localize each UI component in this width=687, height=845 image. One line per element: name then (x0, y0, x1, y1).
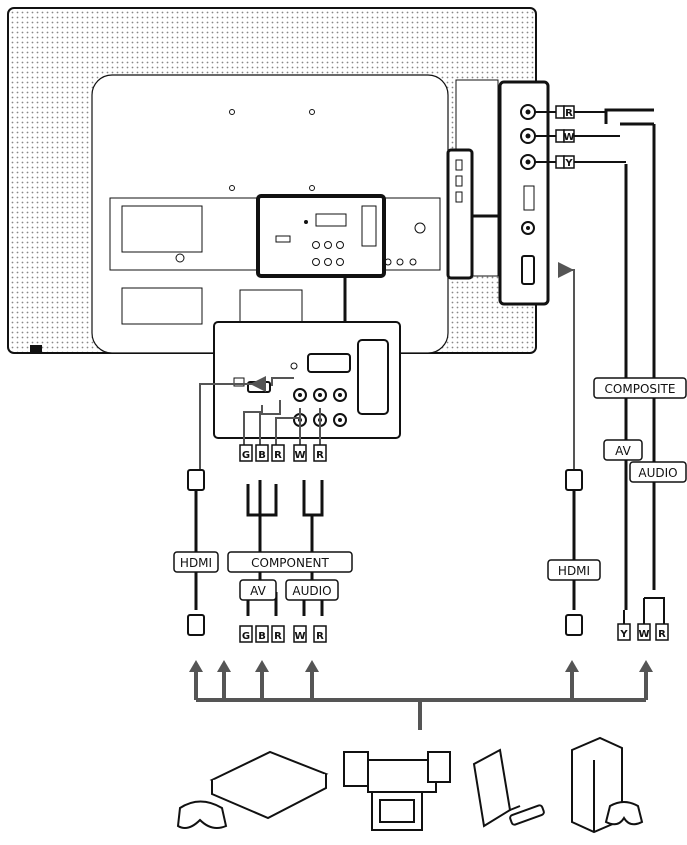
tv-rear-connector-panel (239, 194, 386, 323)
side-plug-label: R (565, 108, 573, 119)
side-connector-panel (498, 80, 550, 306)
wii-console-icon (472, 748, 545, 828)
component-top-g: G (242, 450, 250, 461)
side-plug-label: Y (564, 158, 573, 169)
audio-top-r: R (316, 450, 324, 461)
component-top-b: B (258, 450, 266, 461)
composite-bottom-w: W (638, 629, 649, 640)
composite-bottom-r: R (658, 629, 666, 640)
component-top-r: R (274, 450, 282, 461)
label-audio-right: AUDIO (638, 466, 677, 480)
side-plug-label: W (563, 132, 574, 143)
label-audio-left: AUDIO (292, 584, 331, 598)
side-rca-plugs: R W Y (535, 105, 626, 169)
cable-labels: HDMI COMPONENT AV AUDIO HDMI COMPOSITE A… (173, 377, 687, 601)
rca-plugs-top: G B R W R (239, 444, 327, 462)
tv-side-panel (446, 79, 500, 280)
audio-top-w: W (294, 450, 305, 461)
source-bus (194, 672, 648, 730)
cables (199, 262, 575, 470)
game-console-with-controller-icon (176, 750, 329, 829)
rear-connector-zoom (213, 321, 401, 439)
hdmi-plugs (187, 469, 583, 636)
label-component: COMPONENT (251, 556, 329, 570)
label-composite: COMPOSITE (605, 382, 676, 396)
camcorder-icon (343, 751, 451, 831)
bus-arrows (189, 660, 653, 672)
label-av-left: AV (250, 584, 266, 598)
label-av-right: AV (615, 444, 631, 458)
component-bottom-g: G (242, 631, 250, 642)
component-bottom-r: R (274, 631, 282, 642)
composite-bottom-y: Y (619, 629, 628, 640)
rca-plugs-bottom: G B R W R Y W R (239, 597, 669, 643)
audio-bottom-w: W (294, 631, 305, 642)
label-hdmi-right: HDMI (558, 564, 590, 578)
component-bottom-b: B (258, 631, 266, 642)
xbox-console-icon (571, 736, 644, 834)
thick-cables (194, 108, 656, 616)
label-hdmi-left: HDMI (180, 556, 212, 570)
audio-bottom-r: R (316, 631, 324, 642)
